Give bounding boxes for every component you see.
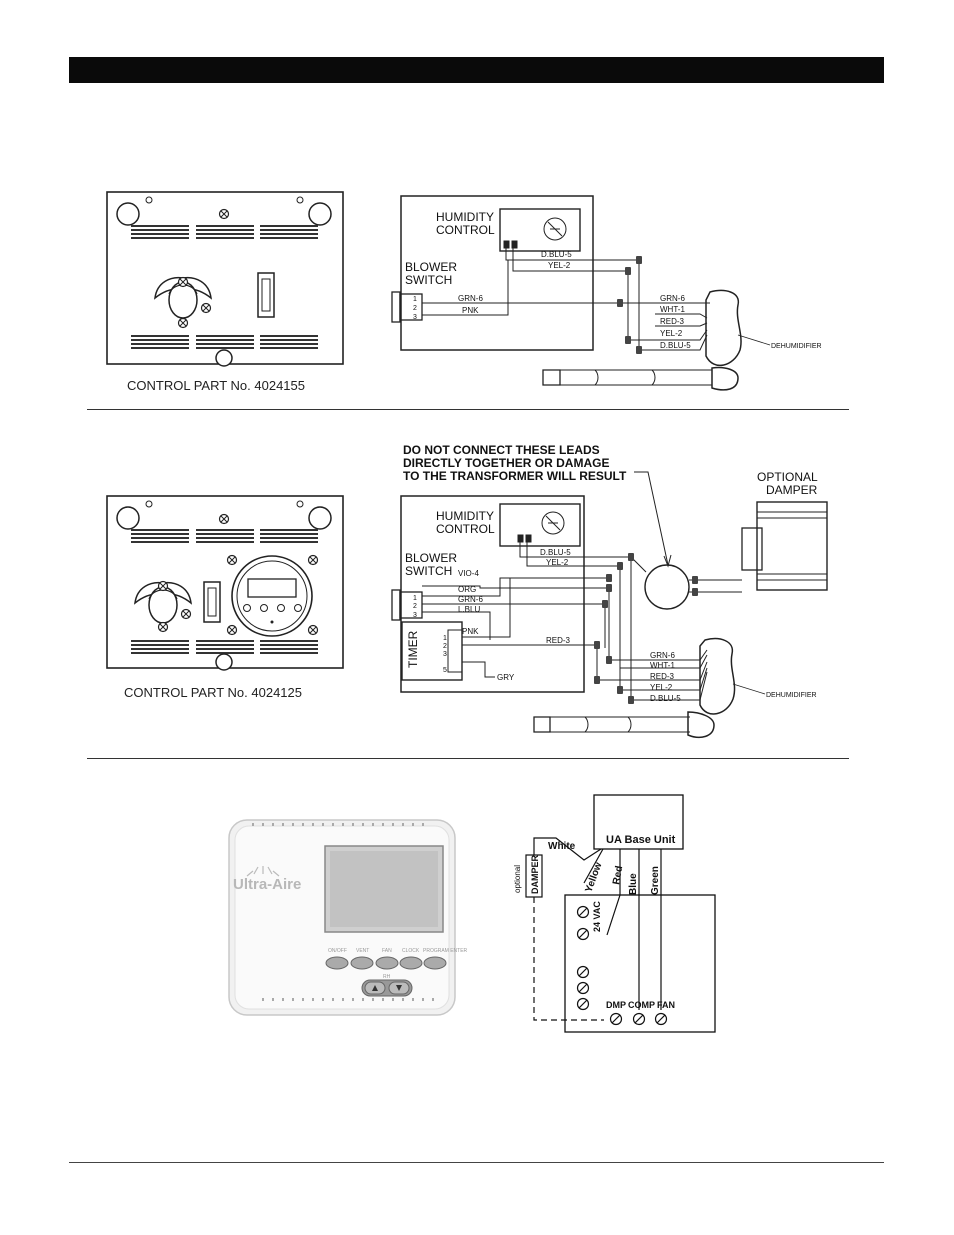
wire-white-label: White [548,841,576,852]
wire-label: YEL-2 [546,558,569,567]
wire-label: PNK [462,627,479,636]
blower-switch-label: SWITCH [405,273,452,287]
humidity-control-label: CONTROL [436,223,495,237]
wire-label: GRY [497,673,515,682]
thermostat-brand-logo: Ultra-Aire [233,876,301,893]
terminal-label: DMP [606,1000,626,1010]
timer-pin: 1 [443,635,447,642]
header-bar [69,57,884,83]
wire-label: GRN-6 [660,294,685,303]
humidity-control-label: CONTROL [436,522,495,536]
wire-label: D.BLU-5 [540,548,571,557]
terminal-label: FAN [657,1000,675,1010]
vac-label: 24 VAC [592,901,602,932]
footer-rule [69,1162,884,1163]
humidity-control-label: HUMIDITY [436,210,494,224]
switch-pin: 3 [413,314,417,321]
section-divider [87,409,849,410]
wire-label: ORG [458,585,476,594]
switch-pin: 2 [413,305,417,312]
wire-red-label: Red [611,865,625,886]
wire-label: YEL-2 [660,329,683,338]
wire-label: WHT-1 [660,305,685,314]
wire-label: GRN-6 [650,651,675,660]
wiring-diagram-2 [391,471,828,738]
control-part-label-1: CONTROL PART No. 4024155 [127,378,305,393]
damper-label: DAMPER [530,854,540,894]
switch-pin: 1 [413,296,417,303]
thermostat-button-label: PROGRAM ENTER [423,948,468,954]
wire-label: L.BLU [458,605,480,614]
dehumidifier-label: DEHUMIDIFIER [771,343,822,350]
timer-pin: 3 [443,651,447,658]
humidity-control-label: HUMIDITY [436,509,494,523]
thermostat-button-label: ON/OFF [328,948,347,954]
wire-blue-label: Blue [628,873,639,895]
wire-label: RED-3 [546,636,571,645]
wire-label: D.BLU-5 [541,250,572,259]
control-part-label-2: CONTROL PART No. 4024125 [124,685,302,700]
wire-label: RED-3 [650,672,675,681]
blower-switch-label: BLOWER [405,551,457,565]
warning-text: DIRECTLY TOGETHER OR DAMAGE [403,456,609,470]
thermostat-rh-label: RH [383,974,391,980]
wire-label: GRN-6 [458,294,483,303]
timer-pin: 5 [443,667,447,674]
wiring-diagram-1 [391,195,771,391]
wire-label: PNK [462,306,479,315]
blower-switch-label: SWITCH [405,564,452,578]
switch-pin: 2 [413,603,417,610]
switch-pin: 1 [413,595,417,602]
dehumidifier-label: DEHUMIDIFIER [766,692,817,699]
base-unit-label: UA Base Unit [606,834,676,846]
control-panel-1 [106,191,344,367]
wire-label: GRN-6 [458,595,483,604]
wire-label: RED-3 [660,317,685,326]
switch-pin: 3 [413,612,417,619]
wire-label: YEL-2 [548,261,571,270]
thermostat-image [228,819,456,1016]
warning-text: TO THE TRANSFORMER WILL RESULT [403,469,627,483]
warning-text: DO NOT CONNECT THESE LEADS [403,443,600,457]
optional-damper-label: OPTIONAL [757,470,818,484]
control-panel-2 [106,495,344,671]
thermostat-button-label: VENT [356,948,369,954]
wire-label: D.BLU-5 [650,694,681,703]
thermostat-button-label: FAN [382,948,392,954]
optional-damper-label: DAMPER [766,483,818,497]
section-divider [87,758,849,759]
blower-switch-label: BLOWER [405,260,457,274]
wire-label: VIO-4 [458,569,479,578]
wire-label: YEL-2 [650,683,673,692]
wire-label: D.BLU-5 [660,341,691,350]
wire-label: WHT-1 [650,661,675,670]
wiring-diagram-3 [525,794,716,1033]
timer-pin: 2 [443,643,447,650]
thermostat-button-label: CLOCK [402,948,420,954]
timer-label: TIMER [406,630,420,668]
optional-label: optional [513,865,522,893]
terminal-label: COMP [628,1000,655,1010]
wire-green-label: Green [650,866,661,895]
